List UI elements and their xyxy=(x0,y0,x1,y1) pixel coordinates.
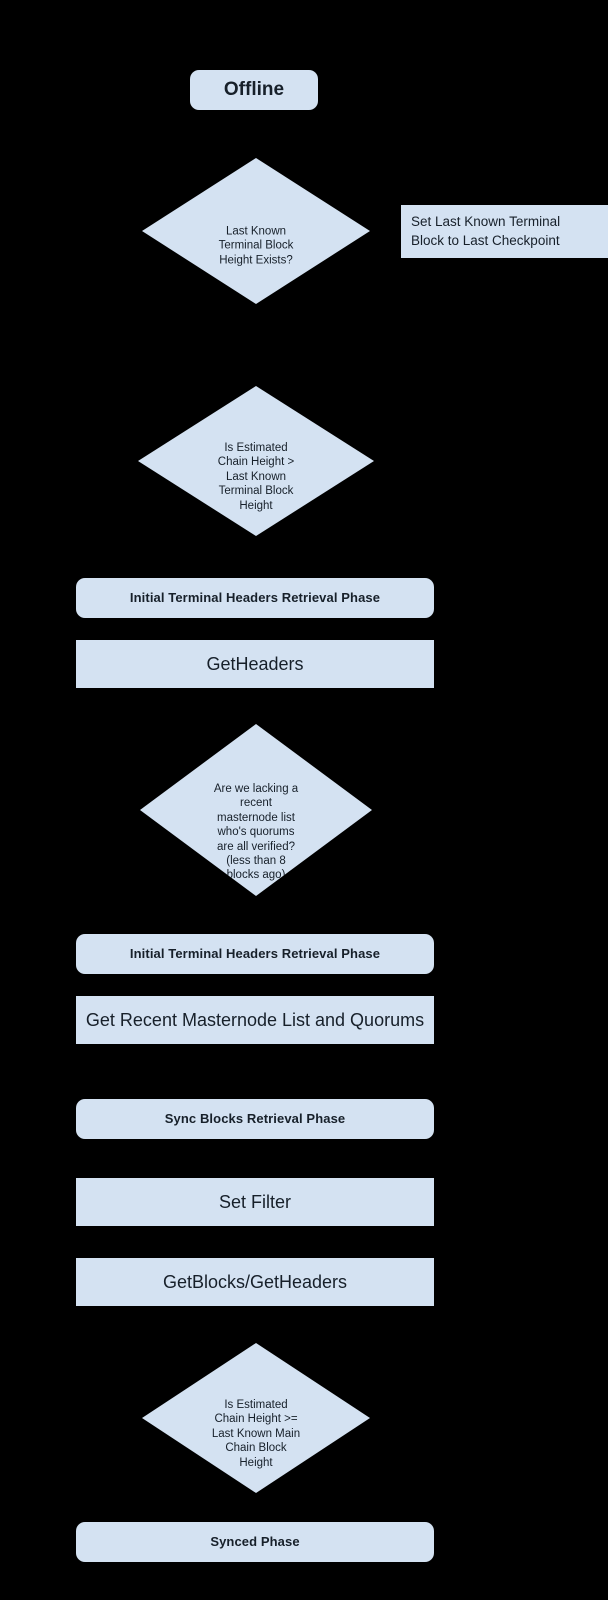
node-offline[interactable]: Offline xyxy=(190,70,318,110)
node-phase-initial-terminal-headers-1-label: Initial Terminal Headers Retrieval Phase xyxy=(129,589,381,605)
node-decision-lacking-masternode-list-label: Are we lacking a recent masternode list … xyxy=(213,782,299,882)
node-decision-terminal-height-exists-label: Last Known Terminal Block Height Exists? xyxy=(218,225,294,267)
node-offline-label: Offline xyxy=(223,79,285,101)
node-get-blocks-get-headers-label: GetBlocks/GetHeaders xyxy=(162,1271,348,1292)
node-phase-synced-label: Synced Phase xyxy=(210,1533,300,1549)
node-phase-initial-terminal-headers-2[interactable]: Initial Terminal Headers Retrieval Phase xyxy=(76,934,434,974)
node-phase-initial-terminal-headers-1[interactable]: Initial Terminal Headers Retrieval Phase xyxy=(76,578,434,618)
node-phase-sync-blocks-retrieval[interactable]: Sync Blocks Retrieval Phase xyxy=(76,1099,434,1139)
node-phase-initial-terminal-headers-2-label: Initial Terminal Headers Retrieval Phase xyxy=(129,945,381,961)
node-decision-estimated-gt-terminal[interactable]: Is Estimated Chain Height > Last Known T… xyxy=(138,386,374,536)
node-set-terminal-to-checkpoint[interactable]: Set Last Known Terminal Block to Last Ch… xyxy=(401,205,608,258)
node-set-terminal-to-checkpoint-label: Set Last Known Terminal Block to Last Ch… xyxy=(411,214,561,248)
node-set-filter-label: Set Filter xyxy=(218,1191,292,1212)
node-get-headers-label: GetHeaders xyxy=(206,653,304,674)
node-decision-estimated-gt-terminal-label: Is Estimated Chain Height > Last Known T… xyxy=(217,441,295,512)
node-decision-terminal-height-exists[interactable]: Last Known Terminal Block Height Exists? xyxy=(142,158,370,304)
node-set-filter[interactable]: Set Filter xyxy=(76,1178,434,1226)
node-get-blocks-get-headers[interactable]: GetBlocks/GetHeaders xyxy=(76,1258,434,1306)
node-get-recent-masternode-list[interactable]: Get Recent Masternode List and Quorums xyxy=(76,996,434,1044)
node-get-headers[interactable]: GetHeaders xyxy=(76,640,434,688)
node-phase-synced[interactable]: Synced Phase xyxy=(76,1522,434,1562)
node-decision-estimated-gte-main-label: Is Estimated Chain Height >= Last Known … xyxy=(211,1398,301,1469)
node-decision-estimated-gte-main[interactable]: Is Estimated Chain Height >= Last Known … xyxy=(142,1343,370,1493)
node-phase-sync-blocks-retrieval-label: Sync Blocks Retrieval Phase xyxy=(164,1110,346,1126)
node-decision-lacking-masternode-list[interactable]: Are we lacking a recent masternode list … xyxy=(140,724,372,896)
node-get-recent-masternode-list-label: Get Recent Masternode List and Quorums xyxy=(85,1009,425,1030)
